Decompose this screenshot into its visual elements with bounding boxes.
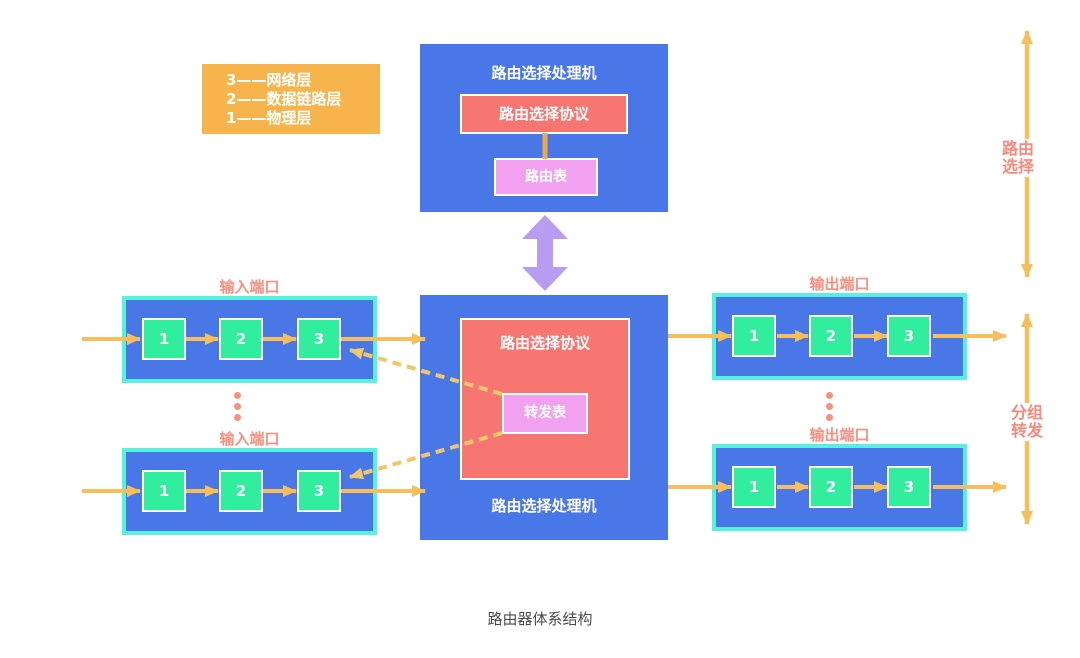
- output-port-label-2: 输出端口: [809, 426, 870, 444]
- input-port-label-1: 输入端口: [219, 278, 280, 296]
- stage-box-network-2: 2: [219, 318, 263, 360]
- stage-box-network-1: 1: [142, 470, 186, 512]
- stage-box-network-1: 1: [732, 315, 776, 357]
- diagram-caption: 路由器体系结构: [487, 610, 593, 628]
- routing-protocol-box: 路由选择协议: [460, 94, 628, 134]
- stage-box-network-3: 3: [297, 470, 341, 512]
- vertical-ellipsis-icon: [826, 392, 834, 425]
- stage-box-network-3: 3: [887, 466, 931, 508]
- routing-processor-box-top: 路由选择处理机 路由选择协议 路由表: [420, 44, 668, 212]
- input-port-box-1: 1 2 3: [122, 296, 377, 383]
- routing-processor-title: 路由选择处理机: [491, 64, 597, 82]
- forwarding-table-box: 转发表: [502, 393, 588, 434]
- routing-processor-box-center: 路由选择协议 转发表 路由选择处理机: [420, 295, 668, 540]
- stage-box-network-2: 2: [219, 470, 263, 512]
- stage-box-network-1: 1: [732, 466, 776, 508]
- stage-box-network-3: 3: [887, 315, 931, 357]
- routing-side-label: 路由 选择: [995, 139, 1041, 177]
- routing-table-box: 路由表: [494, 158, 598, 196]
- output-port-box-1: 1 2 3: [712, 293, 967, 380]
- routing-protocol-region: 路由选择协议 转发表: [460, 318, 630, 480]
- input-port-box-2: 1 2 3: [122, 448, 377, 535]
- legend-item-network-layer: 3——网络层: [226, 71, 312, 89]
- center-processor-title: 路由选择处理机: [491, 497, 597, 515]
- stage-box-network-3: 3: [297, 318, 341, 360]
- input-port-label-2: 输入端口: [219, 430, 280, 448]
- legend-item-datalink-layer: 2——数据链路层: [226, 90, 342, 108]
- output-port-label-1: 输出端口: [809, 275, 870, 293]
- stage-box-network-1: 1: [142, 318, 186, 360]
- forwarding-side-label: 分组 转发: [1004, 403, 1050, 441]
- stage-box-network-2: 2: [809, 315, 853, 357]
- routing-protocol-label: 路由选择协议: [499, 334, 590, 352]
- output-port-box-2: 1 2 3: [712, 444, 967, 531]
- legend-item-physical-layer: 1——物理层: [226, 109, 312, 127]
- double-arrow-icon: [522, 215, 568, 291]
- stage-box-network-2: 2: [809, 466, 853, 508]
- vertical-ellipsis-icon: [234, 392, 242, 425]
- layer-legend: 3——网络层 2——数据链路层 1——物理层: [202, 64, 380, 134]
